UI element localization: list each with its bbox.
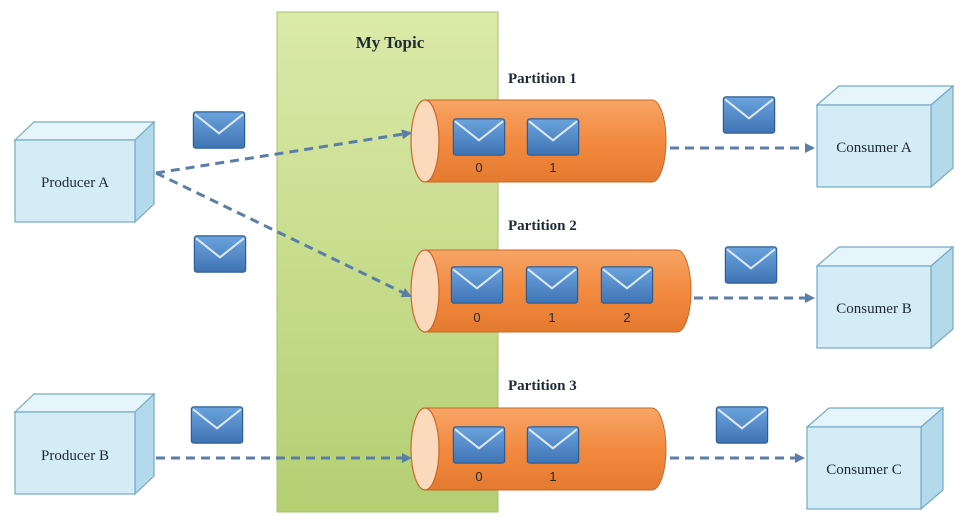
topic-title: My Topic [356, 33, 425, 52]
partition-3-message-0-icon [452, 426, 506, 464]
consumer-b-box: Consumer B [815, 245, 955, 350]
partition-2-message-1-icon [525, 266, 579, 304]
partition-3: Partition 3 0 1 [410, 378, 667, 491]
partition-3-offset-0: 0 [475, 469, 482, 484]
partition-2-message-0-icon [450, 266, 504, 304]
message-in-transit-3-icon [190, 406, 244, 444]
consumer-c-box: Consumer C [805, 406, 945, 511]
producer-a-box: Producer A [13, 120, 156, 224]
message-in-transit-1-icon [192, 111, 246, 149]
partition-1-pipe-end [410, 99, 440, 183]
partition-1-offset-0: 0 [475, 160, 482, 175]
producer-b-label: Producer B [41, 448, 109, 464]
message-in-transit-6-icon [715, 406, 769, 444]
partition-2-message-2-icon [600, 266, 654, 304]
message-in-transit-2-icon [193, 235, 247, 273]
message-in-transit-4-icon [722, 96, 776, 134]
partition-2-pipe-end [410, 249, 440, 333]
arrow-producer-a-to-partition-2 [155, 171, 412, 298]
partition-2-title: Partition 2 [508, 218, 577, 234]
consumer-b-label: Consumer B [836, 301, 911, 317]
partition-1-title: Partition 1 [508, 71, 577, 87]
producer-a-label: Producer A [41, 175, 109, 191]
partition-3-title: Partition 3 [508, 378, 577, 394]
partition-1-message-1-icon [526, 118, 580, 156]
consumer-c-label: Consumer C [826, 462, 901, 478]
consumer-a-label: Consumer A [836, 140, 912, 156]
partition-3-message-1-icon [526, 426, 580, 464]
partition-2-offset-2: 2 [623, 310, 630, 325]
partition-2: Partition 2 0 1 2 [410, 218, 692, 333]
consumer-a-box: Consumer A [815, 84, 955, 189]
partition-1-offset-1: 1 [549, 160, 556, 175]
partition-2-offset-0: 0 [473, 310, 480, 325]
arrow-producer-a-to-partition-1 [155, 129, 412, 175]
flow-arrows [155, 129, 815, 463]
partition-2-offset-1: 1 [548, 310, 555, 325]
partition-3-pipe-end [410, 407, 440, 491]
partition-1-message-0-icon [452, 118, 506, 156]
partition-1: Partition 1 0 1 [410, 71, 667, 183]
producer-b-box: Producer B [13, 392, 156, 496]
message-in-transit-5-icon [724, 246, 778, 284]
partition-3-offset-1: 1 [549, 469, 556, 484]
